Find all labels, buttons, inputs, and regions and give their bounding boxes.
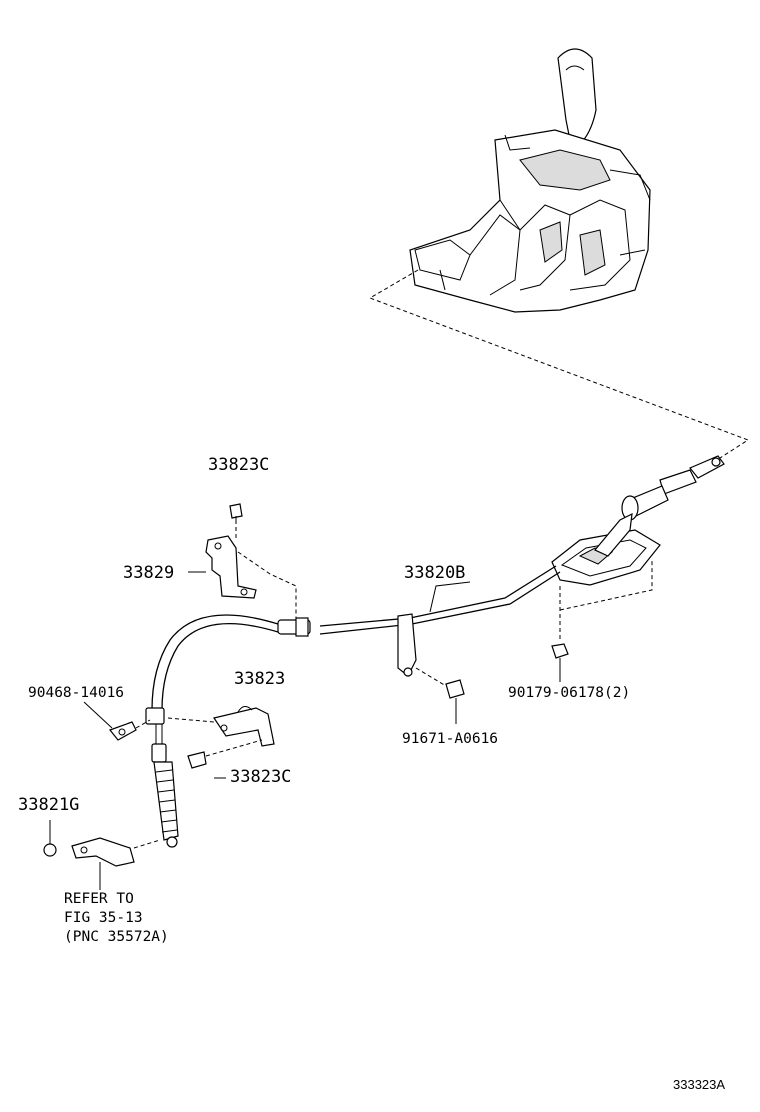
refer-line-2: FIG 35-13 <box>64 910 143 926</box>
leader-lever-to-cable <box>368 269 750 459</box>
refer-line-3: (PNC 35572A) <box>64 929 169 945</box>
nut-33821G <box>43 843 57 857</box>
figure-id: 333323A <box>673 1077 725 1092</box>
label-33823C-bottom: 33823C <box>230 767 291 787</box>
refer-line-1: REFER TO <box>64 891 134 907</box>
transmission-lever-link <box>71 837 161 890</box>
transmission-control-cable <box>145 455 725 848</box>
label-33823: 33823 <box>234 669 285 689</box>
shift-lever-assembly <box>409 48 651 313</box>
clip-90468-14016 <box>109 721 137 741</box>
bolt-33823C-bottom <box>187 751 207 769</box>
label-90179-06178: 90179-06178(2) <box>508 685 630 701</box>
nut-90179-06178 <box>551 560 653 682</box>
bolt-91671-A0616 <box>415 667 465 724</box>
bolt-33823C-top <box>229 503 243 524</box>
label-33829: 33829 <box>123 563 174 583</box>
label-33820B: 33820B <box>404 563 465 583</box>
label-33821G: 33821G <box>18 795 79 815</box>
bracket-33829 <box>205 535 257 599</box>
label-91671-A0616: 91671-A0616 <box>402 731 498 747</box>
bracket-33823 <box>213 706 275 747</box>
label-90468-14016: 90468-14016 <box>28 685 124 701</box>
label-33823C-top: 33823C <box>208 455 269 475</box>
